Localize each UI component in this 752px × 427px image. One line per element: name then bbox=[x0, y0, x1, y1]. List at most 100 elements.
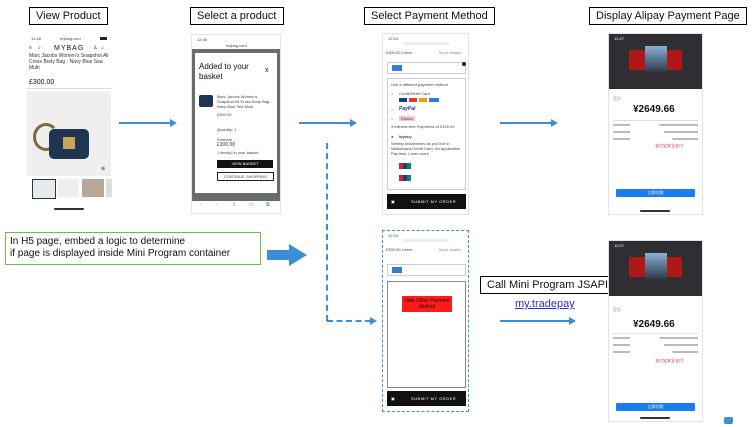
submit-order-button[interactable]: SUBMIT MY ORDER bbox=[411, 396, 457, 401]
option-laybuy-label: laybuy bbox=[399, 134, 412, 139]
arrow-1-head bbox=[170, 119, 177, 127]
confirm-pay-button[interactable]: 立即付款 bbox=[616, 189, 695, 197]
radio-card[interactable]: ○ bbox=[391, 91, 394, 96]
browser-back-icon[interactable]: ‹ bbox=[200, 202, 202, 208]
item-count: 1 item bbox=[401, 247, 412, 252]
brand-logo: MYBAG bbox=[54, 45, 85, 52]
divider bbox=[613, 333, 698, 334]
unionpay-logo-2 bbox=[399, 175, 411, 181]
detail-row-3 bbox=[613, 351, 698, 353]
zoom-icon[interactable]: ⊕ bbox=[101, 166, 106, 172]
more-details-link[interactable]: More details bbox=[439, 247, 461, 252]
tabs-icon[interactable]: ⧉ bbox=[266, 202, 270, 208]
block-arrow-body bbox=[267, 250, 289, 260]
thumbnail-2[interactable] bbox=[57, 179, 79, 197]
submit-order-bar: ▣ SUBMIT MY ORDER bbox=[387, 391, 466, 406]
continue-shopping-button[interactable]: CONTINUE SHOPPING bbox=[217, 172, 274, 181]
thumbnail-3[interactable] bbox=[82, 179, 104, 197]
search-icon[interactable]: ⌕ bbox=[38, 45, 41, 51]
option-card-label: Credit/Debit Card bbox=[399, 91, 430, 96]
browser-forward-icon[interactable]: › bbox=[216, 202, 218, 208]
ribbon-photo bbox=[645, 46, 667, 72]
klarna-note: 3 interest-free Payments of £100.00 bbox=[391, 124, 455, 129]
radio-paypal[interactable]: ○ bbox=[391, 107, 394, 112]
option-paypal-label: PayPal bbox=[399, 106, 416, 112]
radio-laybuy[interactable]: ● bbox=[391, 134, 394, 139]
divider bbox=[26, 88, 112, 89]
arrow-4-line bbox=[500, 320, 570, 322]
phone-payment-mini-program: 12:24 £300.00 1 item More details Hide O… bbox=[382, 230, 469, 412]
alipay-banner: 12:27 bbox=[609, 241, 702, 296]
share-icon[interactable]: ⇪ bbox=[232, 202, 237, 208]
item-count: 1 item bbox=[401, 50, 412, 55]
phone-alipay-top: 12:27 官方 ¥2649.66 支付宝安全支付 立即付款 bbox=[608, 33, 703, 215]
header-view-product: View Product bbox=[29, 7, 108, 25]
store-card bbox=[387, 264, 466, 276]
amount: ¥2649.66 bbox=[633, 319, 675, 330]
detail-row-1 bbox=[613, 124, 698, 126]
dashed-connector-vertical bbox=[326, 143, 328, 321]
bag-strap bbox=[33, 123, 59, 151]
confirm-pay-button[interactable]: 立即付款 bbox=[616, 403, 695, 411]
order-total: £300.00 bbox=[386, 247, 401, 252]
jsapi-link[interactable]: my.tradepay bbox=[515, 298, 575, 310]
secure-pay-tip: 支付宝安全支付 bbox=[655, 143, 683, 148]
item-text: Marc Jacobs Women's Snapshot All Cross B… bbox=[217, 94, 272, 109]
amount: ¥2649.66 bbox=[633, 104, 675, 115]
product-price: £300.00 bbox=[29, 79, 55, 86]
item-thumbnail bbox=[199, 95, 213, 107]
status-time: 12:27 bbox=[614, 243, 625, 248]
header-select-product: Select a product bbox=[190, 7, 284, 25]
more-details-link[interactable]: More details bbox=[439, 50, 461, 55]
submit-order-bar: ▣ SUBMIT MY ORDER bbox=[387, 194, 466, 209]
home-indicator bbox=[640, 417, 670, 419]
jsapi-title-box: Call Mini Program JSAPI bbox=[480, 276, 616, 294]
status-time: 12:27 bbox=[614, 36, 625, 41]
close-icon[interactable]: x bbox=[265, 67, 269, 74]
status-time: 12:46 bbox=[197, 37, 208, 42]
alipay-banner: 12:27 bbox=[609, 34, 702, 89]
detail-row-2 bbox=[613, 344, 698, 346]
store-card bbox=[387, 62, 466, 74]
corner-logo-icon bbox=[724, 417, 733, 424]
bag-logo-plate bbox=[63, 137, 75, 149]
submit-order-button[interactable]: SUBMIT MY ORDER bbox=[411, 199, 457, 204]
note-line-2: if page is displayed inside Mini Program… bbox=[10, 248, 231, 259]
account-icon[interactable]: ♙ bbox=[93, 45, 98, 51]
note-box: In H5 page, embed a logic to determine i… bbox=[5, 232, 261, 265]
phone-product-page: 12:46 mybag.com ≡ ⌕ MYBAG ♙ ⌂ Marc Jacob… bbox=[26, 34, 112, 212]
arrow-3-line bbox=[500, 122, 552, 124]
note-line-1: In H5 page, embed a logic to determine bbox=[10, 236, 186, 247]
phone-basket-modal: 12:46 mybag.com Added to your basket x M… bbox=[191, 34, 281, 214]
arrow-2-line bbox=[299, 122, 351, 124]
detail-row-1 bbox=[613, 337, 698, 339]
thumbnail-1[interactable] bbox=[32, 179, 56, 199]
status-time: 12:46 bbox=[31, 36, 42, 41]
store-card-icon bbox=[392, 65, 402, 71]
header-display-alipay: Display Alipay Payment Page bbox=[589, 7, 747, 25]
tag-label: 官方 bbox=[613, 96, 621, 101]
header-select-payment: Select Payment Method bbox=[364, 7, 495, 25]
items-note: 1 item(s) in your basket bbox=[217, 150, 259, 155]
url-bar: mybag.com bbox=[226, 43, 247, 48]
item-price: £300.00 bbox=[217, 112, 232, 117]
modal-heading: Added to your basket bbox=[199, 62, 249, 81]
arrow-2-head bbox=[350, 119, 357, 127]
option-klarna-label: Klarna bbox=[399, 116, 415, 121]
arrow-3-head bbox=[551, 119, 558, 127]
menu-icon[interactable]: ≡ bbox=[29, 45, 32, 51]
unionpay-logo-1 bbox=[399, 163, 411, 169]
dashed-connector-horizontal bbox=[327, 320, 371, 322]
bookmarks-icon[interactable]: ▭ bbox=[249, 202, 254, 208]
phone-alipay-bottom: 12:27 官方 ¥2649.66 支付宝安全支付 立即付款 bbox=[608, 240, 703, 422]
radio-klarna[interactable]: ○ bbox=[391, 116, 394, 121]
divider bbox=[613, 120, 698, 121]
detail-row-2 bbox=[613, 131, 698, 133]
thumbnail-4[interactable] bbox=[106, 179, 112, 197]
subtotal-value: £300.00 bbox=[217, 142, 236, 148]
bag-icon[interactable]: ⌂ bbox=[101, 45, 105, 51]
payment-list-empty: Hide Other Payment Method bbox=[387, 281, 466, 388]
detail-row-3 bbox=[613, 138, 698, 140]
view-basket-button[interactable]: VIEW BASKET bbox=[217, 160, 273, 168]
tag-label: 官方 bbox=[613, 307, 621, 312]
